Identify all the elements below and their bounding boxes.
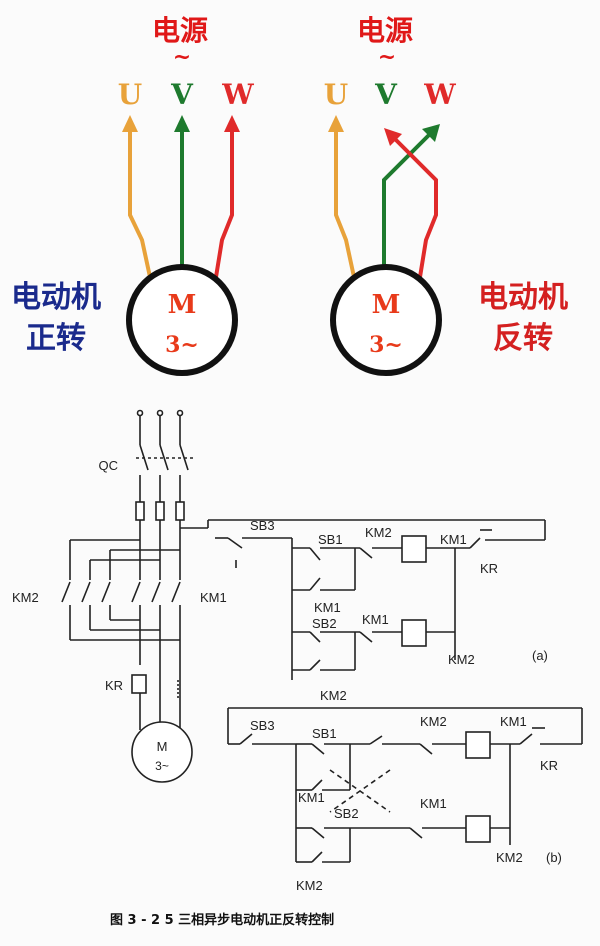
motor-3phase-label: 3~	[155, 759, 169, 773]
kr-label: KR	[480, 561, 498, 576]
motor-m-label: M	[157, 739, 168, 754]
sb3-label: SB3	[250, 718, 275, 733]
phase-v-arrow	[174, 115, 190, 132]
motor-3phase-label: 3~	[165, 332, 199, 358]
sb2-label: SB2	[334, 806, 359, 821]
sb3-label: SB3	[250, 518, 275, 533]
phase-u-label: U	[324, 78, 348, 111]
fuse	[135, 501, 145, 521]
phase-v-arrow	[422, 124, 440, 142]
km1-power-label: KM1	[200, 590, 227, 605]
sb1-contact	[309, 547, 321, 561]
terminal-l3	[176, 409, 184, 417]
phase-w-label: W	[221, 78, 254, 111]
figure-caption: 图 3 - 2 5 三相异步电动机正反转控制	[110, 912, 334, 928]
sb1-label: SB1	[312, 726, 337, 741]
km1-interlock-label: KM1	[362, 612, 389, 627]
power-tilde: ~	[378, 44, 396, 70]
kr-contact	[469, 537, 481, 549]
phase-w-wire	[214, 125, 234, 278]
km1-main-contact	[131, 581, 141, 603]
km1-coil-label: KM1	[500, 714, 527, 729]
power-title: 电源	[357, 14, 413, 47]
forward-rotation-diagram: 电源 ~ U V W M 3~ 电动机 正转	[11, 14, 254, 376]
control-circuit-a	[215, 520, 546, 680]
phase-w-arrow	[384, 128, 402, 146]
terminal-l1	[136, 409, 144, 417]
km2-coil-label: KM2	[496, 850, 523, 865]
motor-circle	[330, 264, 442, 376]
control-circuit-b	[227, 707, 583, 863]
phase-v-label: V	[374, 78, 398, 111]
sb1-contact	[311, 743, 325, 755]
sb2-contact	[309, 631, 321, 643]
circuit-a-tag: (a)	[532, 648, 548, 663]
km2-coil-label: KM2	[448, 652, 475, 667]
phase-v-wire-crossed	[382, 130, 434, 270]
sb3-contact	[227, 537, 243, 549]
phase-w-wire-crossed	[390, 134, 438, 278]
kr-power-label: KR	[105, 678, 123, 693]
phase-u-arrow	[122, 115, 138, 132]
phase-u-label: U	[118, 78, 142, 111]
km2-coil	[401, 619, 427, 647]
km1-coil	[401, 535, 427, 563]
km1-left-label: KM1	[298, 790, 325, 805]
phase-w-label: W	[423, 78, 456, 111]
km1-interlock-label: KM1	[420, 796, 447, 811]
caption-line-1: 电动机	[478, 280, 568, 315]
kr-thermal-element	[131, 674, 147, 694]
caption-line-2: 反转	[493, 321, 553, 356]
phase-u-wire	[334, 125, 356, 278]
sb1-label: SB1	[318, 532, 343, 547]
terminal-l2	[156, 409, 164, 417]
motor-m-label: M	[168, 290, 197, 320]
km2-interlock-label: KM2	[365, 525, 392, 540]
km2-coil	[465, 815, 491, 843]
power-title: 电源	[152, 14, 208, 47]
phase-v-label: V	[170, 78, 194, 111]
motor-m-label: M	[372, 290, 401, 320]
circuit-b-tag: (b)	[546, 850, 562, 865]
km1-hold-label: KM1	[314, 600, 341, 615]
km2-power-label: KM2	[12, 590, 39, 605]
km2-interlock-label: KM2	[420, 714, 447, 729]
kr-contact	[519, 733, 533, 745]
reverse-rotation-diagram: 电源 ~ U V W M 3~ 电动机 反转	[324, 14, 568, 376]
sb2-label: SB2	[312, 616, 337, 631]
power-circuit	[61, 409, 545, 783]
km2-interlock	[359, 547, 373, 559]
phase-u-arrow	[328, 115, 344, 132]
km2-main-contact	[61, 581, 71, 603]
caption-line-1: 电动机	[11, 280, 101, 315]
km2-bottom-label: KM2	[296, 878, 323, 893]
phase-u-wire	[128, 125, 152, 278]
sb2-contact	[311, 827, 325, 839]
km1-coil-label: KM1	[440, 532, 467, 547]
km2-hold-label: KM2	[320, 688, 347, 703]
power-motor-circle	[131, 721, 193, 783]
caption-line-2: 正转	[26, 321, 86, 356]
phase-w-arrow	[224, 115, 240, 132]
sb3-contact	[239, 733, 253, 745]
km1-coil	[465, 731, 491, 759]
motor-circle	[126, 264, 238, 376]
motor-3phase-label: 3~	[369, 332, 403, 358]
qc-label: QC	[99, 458, 119, 473]
kr-label: KR	[540, 758, 558, 773]
power-tilde: ~	[173, 44, 191, 70]
